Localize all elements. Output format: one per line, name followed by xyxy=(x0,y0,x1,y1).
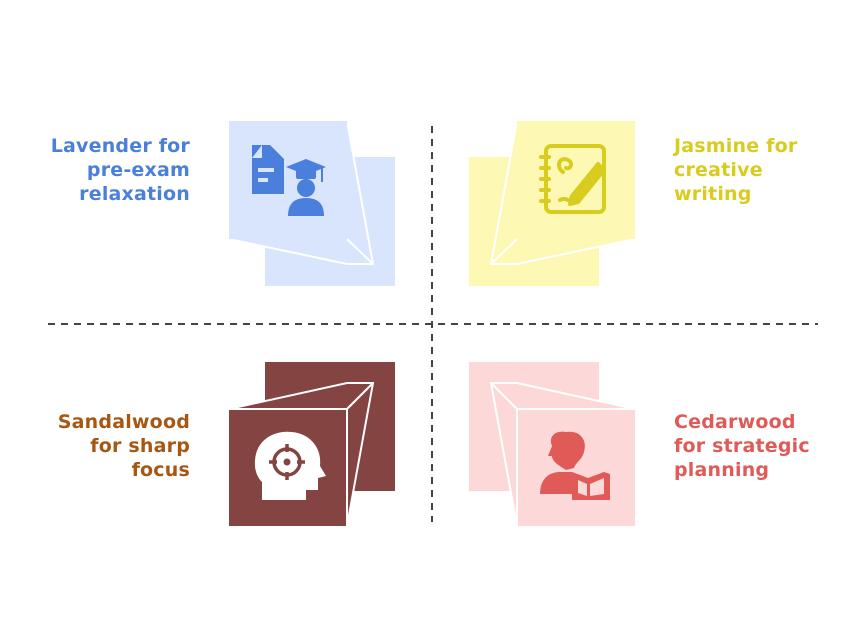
label-line: for sharp xyxy=(90,435,190,457)
label-line: focus xyxy=(131,459,190,481)
quadrant-bottom-left-graphic xyxy=(228,362,395,527)
head-target-icon xyxy=(254,431,326,500)
quadrant-bottom-right-graphic xyxy=(469,362,636,527)
label-line: Sandalwood xyxy=(57,411,190,433)
quadrant-top-left-graphic xyxy=(228,120,395,286)
reader-book-icon xyxy=(540,431,610,500)
label-line: Cedarwood xyxy=(674,411,796,433)
label-line: Lavender for xyxy=(50,135,190,157)
label-line: relaxation xyxy=(79,183,190,205)
label-line: for strategic xyxy=(674,435,810,457)
label-top-left: Lavender for pre-exam relaxation xyxy=(40,134,190,206)
label-line: creative xyxy=(674,159,763,181)
label-top-right: Jasmine for creative writing xyxy=(674,134,844,206)
label-bottom-left: Sandalwood for sharp focus xyxy=(30,410,190,482)
label-line: Jasmine for xyxy=(674,135,798,157)
label-line: pre-exam xyxy=(86,159,190,181)
label-bottom-right: Cedarwood for strategic planning xyxy=(674,410,854,482)
label-line: planning xyxy=(674,459,770,481)
student-document-icon xyxy=(252,145,326,216)
quadrant-top-right-graphic xyxy=(469,120,636,286)
label-line: writing xyxy=(674,183,752,205)
notebook-pen-icon xyxy=(539,144,606,214)
